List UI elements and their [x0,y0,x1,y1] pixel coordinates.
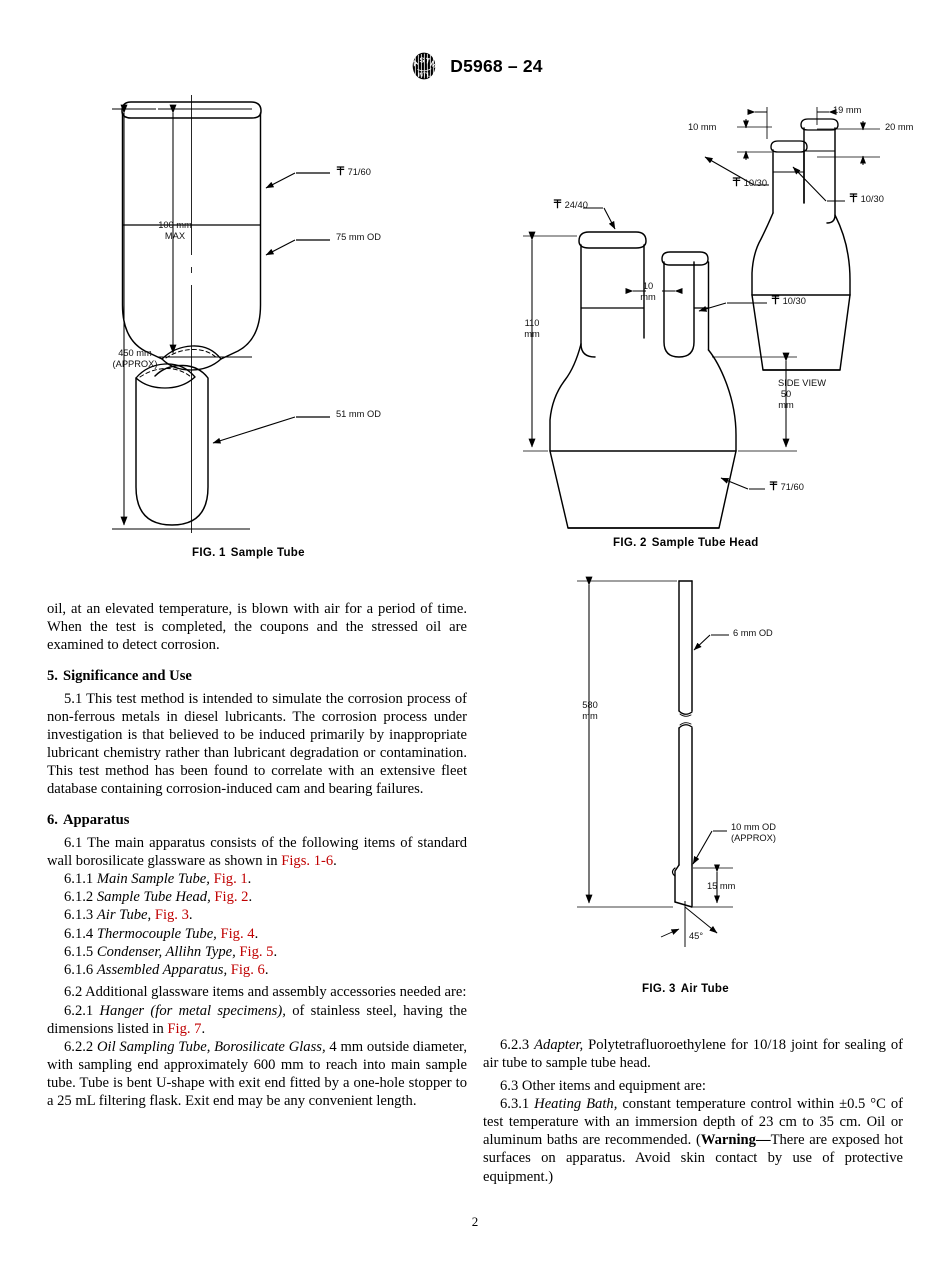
list-item-6-1-5: 6.1.5 Condenser, Allihn Type, Fig. 5. [64,943,278,960]
fig1-od-lower-label: 51 mm OD [336,409,381,419]
right-text-column: 6.2.3 Adapter, Polytetrafluoroethylene f… [483,1036,903,1186]
ground-joint-icon [769,481,778,491]
fig2-dim-10-label: 10 mm [640,281,656,302]
svg-text:S: S [420,56,425,65]
figure-3-air-tube: 6 mm OD 10 mm OD (APPROX) 580 mm 15 mm 4… [565,565,895,975]
section-6-heading: 6.Apparatus [47,812,130,829]
svg-text:T: T [425,56,432,66]
paragraph-6-1: 6.1 The main apparatus consists of the f… [47,834,467,869]
xref-fig-1[interactable]: Fig. 1 [213,871,248,888]
paragraph-6-2-1: 6.2.1 Hanger (for metal specimens), of s… [47,1002,467,1037]
ground-joint-icon [553,199,562,209]
xref-fig-6[interactable]: Fig. 6 [230,961,265,978]
standard-designation: D5968 – 24 [450,55,543,76]
paragraph-5-1: 5.1 This test method is intended to simu… [47,690,468,798]
continued-paragraph: oil, at an elevated temperature, is blow… [47,601,467,654]
xref-fig-2[interactable]: Fig. 2 [214,889,249,906]
xref-fig-7[interactable]: Fig. 7 [167,1020,202,1037]
fig1-dim-450-label: 450 mm (APPROX) [112,348,158,369]
fig2-side-view-label: SIDE VIEW [777,378,827,388]
ground-joint-icon [732,177,741,187]
fig2-joint-71-60-label: 71/60 [769,480,804,493]
fig2-joint-10-30-b-label: 10/30 [701,176,767,189]
xref-fig-5[interactable]: Fig. 5 [239,943,274,960]
ground-joint-icon [336,166,345,176]
fig3-od-10-label: 10 mm OD (APPROX) [731,822,776,843]
fig3-dim-15-label: 15 mm [707,881,736,891]
fig2-dim-50-label: 50 mm [778,389,794,410]
fig2-joint-24-40-label: 24/40 [553,198,588,211]
ground-joint-icon [771,295,780,305]
ground-joint-icon [849,193,858,203]
svg-text:M: M [429,59,439,70]
svg-text:A: A [411,58,420,69]
astm-logo-icon: A S T M INT'L [411,52,439,80]
figure-2-sample-tube-head: 24/40 10/30 10/30 10/30 71/60 [505,95,913,530]
svg-text:INT'L: INT'L [418,73,430,79]
paragraph-6-2-3: 6.2.3 Adapter, Polytetrafluoroethylene f… [483,1037,903,1072]
fig2-dim-19-label: 19 mm [833,105,862,115]
fig2-dim-20-label: 20 mm [885,122,914,132]
list-item-6-1-4: 6.1.4 Thermocouple Tube, Fig. 4. [64,925,259,942]
page-header: A S T M INT'L D5968 – 24 [0,52,950,80]
paragraph-6-3: 6.3 Other items and equipment are: [500,1077,706,1094]
fig3-angle-45-label: 45° [689,931,704,941]
fig2-dim-10-side-label: 10 mm [688,122,717,132]
paragraph-6-2: 6.2 Additional glassware items and assem… [64,984,467,1001]
fig1-dim-100-label: 100 mm MAX [158,220,192,241]
fig3-dim-580-label: 580 mm [582,700,598,721]
warning-label: Warning— [700,1132,771,1149]
page-number: 2 [471,1214,479,1229]
list-item-6-1-1: 6.1.1 Main Sample Tube, Fig. 1. [64,871,252,888]
xref-fig-3[interactable]: Fig. 3 [154,907,189,924]
list-item-6-1-6: 6.1.6 Assembled Apparatus, Fig. 6. [64,961,269,978]
fig1-od-upper-label: 75 mm OD [336,232,381,242]
xref-figs-1-6[interactable]: Figs. 1-6 [281,852,334,869]
paragraph-6-2-2: 6.2.2 Oil Sampling Tube, Borosilicate Gl… [47,1038,467,1110]
xref-fig-4[interactable]: Fig. 4 [220,925,255,942]
fig2-joint-10-30-a-label: 10/30 [771,294,806,307]
fig1-joint-top-label: 71/60 [336,165,371,178]
left-text-column: oil, at an elevated temperature, is blow… [47,600,467,1111]
fig2-joint-10-30-c-label: 10/30 [849,192,884,205]
list-item-6-1-3: 6.1.3 Air Tube, Fig. 3. [64,907,193,924]
figure-1-sample-tube: 71/60 75 mm OD 51 mm OD 100 mm MAX 450 m… [100,95,440,545]
section-5-heading: 5.Significance and Use [47,667,192,684]
paragraph-6-3-1: 6.3.1 Heating Bath, constant temperature… [483,1095,903,1185]
fig2-dim-110-label: 110 mm [524,318,540,339]
fig3-od-6-label: 6 mm OD [733,628,773,638]
list-item-6-1-2: 6.1.2 Sample Tube Head, Fig. 2. [64,889,253,906]
